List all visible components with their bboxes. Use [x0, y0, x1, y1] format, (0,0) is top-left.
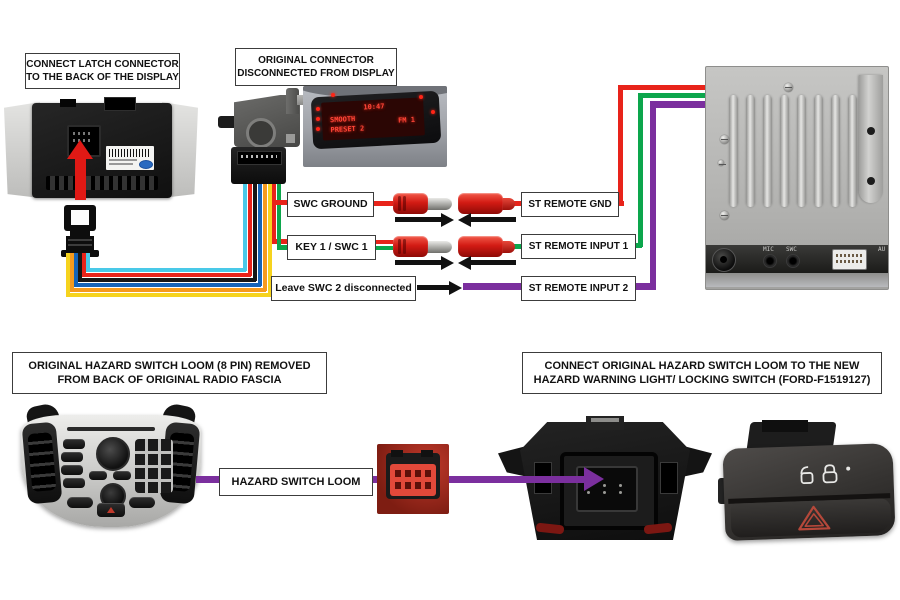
swc-ground-label: SWC GROUND	[287, 192, 374, 217]
key1-swc1-label: KEY 1 / SWC 1	[287, 235, 376, 260]
original-note-line1: ORIGINAL CONNECTOR	[258, 55, 374, 66]
lcd-band: FM 1	[397, 115, 416, 125]
loom-multipin-connector	[231, 147, 286, 184]
rear-port-strip: MIC SWC AU	[706, 245, 888, 275]
wire-cyan	[86, 253, 90, 271]
lcd-line2: PRESET 2	[330, 124, 365, 135]
st-remote-input2-label: ST REMOTE INPUT 2	[521, 276, 636, 301]
red-up-arrow-shaft	[75, 158, 86, 200]
head-unit-rear: MIC SWC AU	[705, 66, 889, 290]
hazard-removed-note-box: ORIGINAL HAZARD SWITCH LOOM (8 PIN) REMO…	[12, 352, 327, 394]
fascia-hazard-button	[97, 503, 125, 517]
male-bullet-2	[425, 240, 452, 253]
locking-icons	[800, 464, 851, 485]
barcode-sticker	[106, 146, 154, 170]
barcode	[109, 149, 151, 157]
latch-note-line1: CONNECT LATCH CONNECTOR	[26, 59, 179, 70]
unit-sill	[706, 273, 888, 287]
side-panel	[859, 75, 883, 203]
keypad	[135, 439, 173, 493]
swc2-label: Leave SWC 2 disconnected	[271, 276, 416, 301]
hazard-loom-label: HAZARD SWITCH LOOM	[219, 468, 373, 496]
switch-body	[722, 443, 896, 541]
removed-line1: ORIGINAL HAZARD SWITCH LOOM (8 PIN) REMO…	[28, 359, 311, 372]
push-arrow-right-2	[441, 255, 454, 270]
display-lcd: 10:47 SMOOTH PRESET 2 FM 1	[321, 97, 425, 141]
hazard-switch-front	[718, 420, 898, 552]
connector-cam	[246, 118, 276, 148]
original-note-box: ORIGINAL CONNECTOR DISCONNECTED FROM DIS…	[235, 48, 397, 86]
hazard-triangle-icon	[798, 505, 831, 531]
mic-jack	[763, 254, 777, 268]
wire-blue	[74, 253, 78, 286]
lcd-time: 10:47	[363, 102, 385, 112]
lcd-line1: SMOOTH	[329, 114, 356, 125]
hazard-rocker	[730, 498, 892, 538]
wire-orange	[70, 253, 74, 291]
push-arrow-left-2	[458, 255, 471, 270]
connector-pins	[241, 155, 277, 158]
female-bullet-1	[458, 193, 503, 214]
screw	[784, 83, 793, 92]
red-up-arrow-head	[67, 140, 93, 159]
latch-note-line2: TO THE BACK OF THE DISPLAY	[26, 72, 179, 83]
original-note-line2: DISCONNECTED FROM DISPLAY	[237, 68, 395, 79]
st-remote-gnd-label: ST REMOTE GND	[521, 192, 619, 217]
switch-socket-recess	[560, 452, 658, 530]
volume-knob	[96, 437, 130, 471]
swc-jack	[786, 254, 800, 268]
swc2-arrow	[449, 280, 462, 295]
antenna-jack	[712, 248, 736, 272]
display-vent-grille	[46, 176, 158, 190]
connector-red-insert	[390, 464, 436, 496]
push-arrow-left-1	[458, 212, 471, 227]
female-bullet-2	[458, 236, 503, 257]
hazard-loom-connector-photo	[377, 444, 449, 514]
screw	[720, 211, 729, 220]
screw	[718, 160, 726, 166]
hazard-switch-back	[498, 416, 712, 550]
screw	[720, 135, 729, 144]
rear-multipin-port	[832, 249, 867, 270]
push-arrow-right-1	[441, 212, 454, 227]
display-top-connector-small	[60, 99, 76, 107]
hazard-connect-note-box: CONNECT ORIGINAL HAZARD SWITCH LOOM TO T…	[522, 352, 882, 394]
ford-logo	[139, 160, 153, 169]
connect-line1: CONNECT ORIGINAL HAZARD SWITCH LOOM TO T…	[544, 359, 860, 372]
hazard-loom-arrow	[584, 467, 604, 491]
radio-fascia	[15, 401, 207, 533]
aux-port-label: AU	[878, 246, 886, 253]
removed-line2: FROM BACK OF ORIGINAL RADIO FASCIA	[57, 374, 282, 386]
latch-note-box: CONNECT LATCH CONNECTOR TO THE BACK OF T…	[25, 53, 180, 89]
dashboard-display-photo: 10:47 SMOOTH PRESET 2 FM 1	[303, 86, 447, 167]
display-top-connector	[104, 97, 136, 111]
male-bullet-1	[425, 197, 452, 210]
connect-line2: HAZARD WARNING LIGHT/ LOCKING SWITCH (FO…	[533, 374, 871, 386]
cd-slot	[67, 427, 155, 431]
st-remote-input1-label: ST REMOTE INPUT 1	[521, 234, 636, 259]
fascia-vent-left	[21, 421, 63, 505]
swc-port-label: SWC	[786, 246, 797, 253]
wire-yellow	[66, 253, 70, 296]
wire-black	[78, 253, 82, 281]
wire-red	[82, 253, 86, 276]
mic-port-label: MIC	[763, 246, 774, 253]
